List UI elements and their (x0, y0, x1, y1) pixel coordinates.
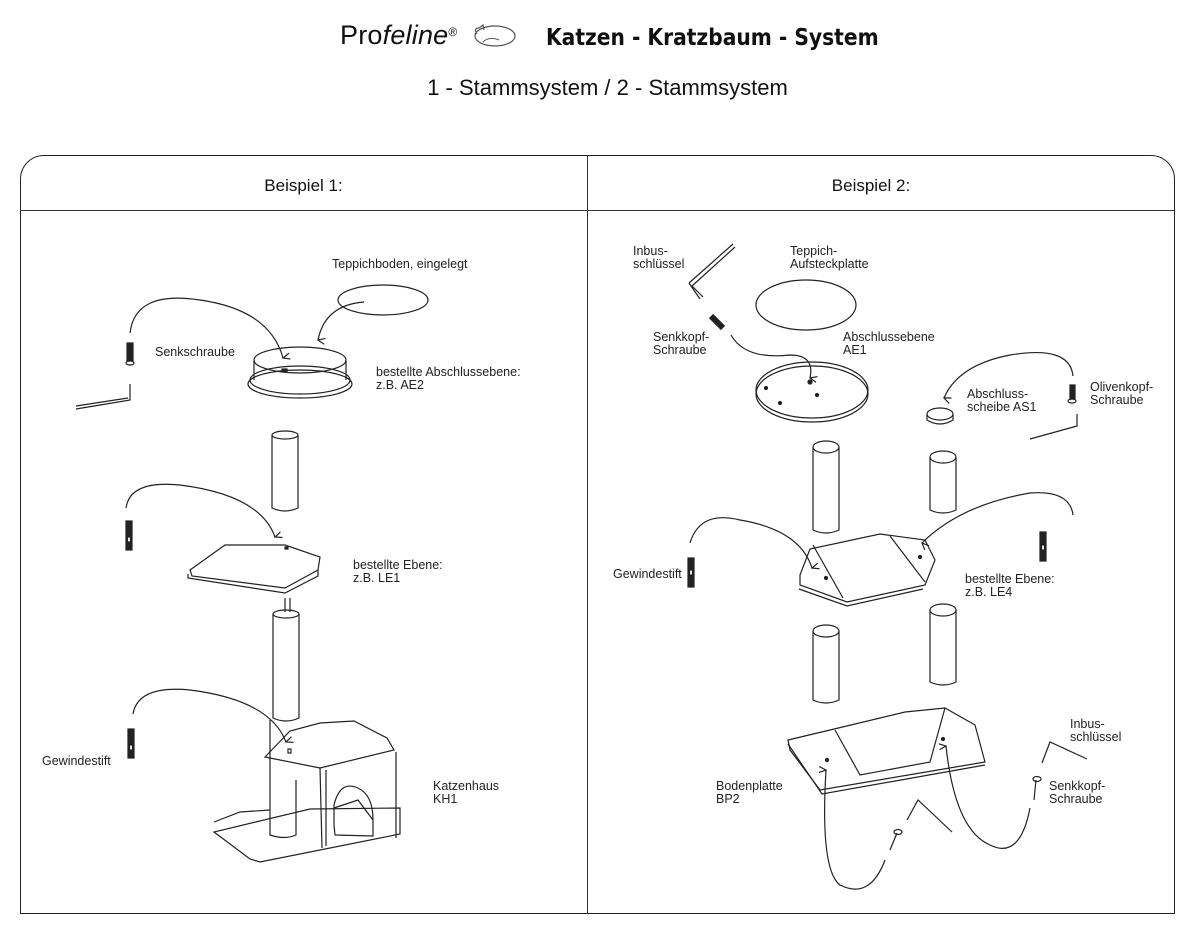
countersunk-screw-bottom-icons (889, 775, 1042, 851)
column-heading-1: Beispiel 1: (264, 176, 343, 195)
pin-icon-left (687, 557, 695, 588)
column-divider (587, 155, 588, 914)
brand-reg: ® (448, 25, 458, 39)
senkschraube-icon (125, 342, 135, 366)
brand-italic: feline (382, 20, 449, 50)
mid-level-le4 (798, 533, 936, 607)
post-upper-left (812, 440, 840, 534)
arrow-oval-screw (944, 352, 1074, 398)
allen-key-icon (75, 384, 131, 410)
label-oval-screw: Olivenkopf- Schraube (1090, 380, 1154, 407)
arrow-pin-2 (132, 688, 286, 742)
label-senkschraube: Senkschraube (155, 345, 235, 359)
label-top-level-1: bestellte Abschlussebene: z.B. AE2 (376, 365, 521, 392)
cat-house-kh1 (212, 720, 401, 863)
label-cap-disc: Abschluss- scheibe AS1 (967, 387, 1037, 414)
brand-logo: Profeline® (340, 20, 517, 51)
arrow-carpet (318, 301, 365, 340)
sleeping-cat-icon (474, 23, 516, 47)
label-base-plate: Bodenplatte BP2 (716, 779, 783, 806)
label-carpet: Teppichboden, eingelegt (332, 257, 468, 271)
brand-prefix: Pro (340, 20, 383, 50)
label-pin-1: Gewindestift (42, 754, 111, 768)
carpet-disc (337, 284, 429, 316)
label-countersunk-bottom: Senkkopf- Schraube (1049, 779, 1106, 806)
oval-screw-icon (1029, 384, 1078, 440)
allen-key-bottom-icon (906, 741, 1088, 833)
label-carpet-plate: Teppich- Aufsteckplatte (790, 244, 869, 271)
arrow-pin-1 (125, 483, 275, 537)
arrow-pin-right (922, 492, 1074, 543)
page-title: Katzen - Kratzbaum - System (546, 25, 879, 51)
pin-icon-2 (127, 728, 135, 759)
arrow-pin-left (689, 517, 812, 568)
label-top-level-2: Abschlussebene AE1 (843, 330, 935, 357)
label-allen-key-bottom: Inbus- schlüssel (1070, 717, 1122, 744)
base-plate-bp2 (787, 707, 986, 795)
post-upper-right (929, 450, 957, 514)
label-mid-level-2: bestellte Ebene: z.B. LE4 (965, 572, 1055, 599)
post-lower-right (929, 603, 957, 686)
column-heading-2: Beispiel 2: (831, 176, 911, 195)
examples-frame (20, 155, 1175, 914)
label-countersunk-top: Senkkopf- Schraube (653, 330, 710, 357)
post-lower-left (812, 624, 840, 704)
label-mid-level-1: bestellte Ebene: z.B. LE1 (353, 558, 443, 585)
page-subtitle: 1 - Stammsystem / 2 - Stammsystem (427, 75, 788, 100)
cap-disc-as1 (926, 407, 954, 425)
allen-key-top-icon (688, 243, 736, 300)
carpet-plate (755, 279, 857, 331)
post-2 (272, 598, 300, 722)
pin-icon-right (1039, 531, 1047, 562)
pin-icon (125, 520, 133, 551)
header-divider (20, 210, 1175, 211)
arrow-senkschraube (129, 297, 283, 358)
top-level-ae1 (755, 361, 869, 423)
arrow-base-right (946, 746, 1031, 849)
countersunk-screw-top-icon (708, 313, 726, 331)
mid-level-le1 (187, 544, 321, 594)
label-pin-2: Gewindestift (613, 567, 682, 581)
label-allen-key-top: Inbus- schlüssel (633, 244, 685, 271)
arrow-base-left (825, 770, 886, 890)
post-1 (271, 430, 299, 512)
label-house: Katzenhaus KH1 (433, 779, 500, 806)
top-level-ae2 (247, 346, 353, 399)
